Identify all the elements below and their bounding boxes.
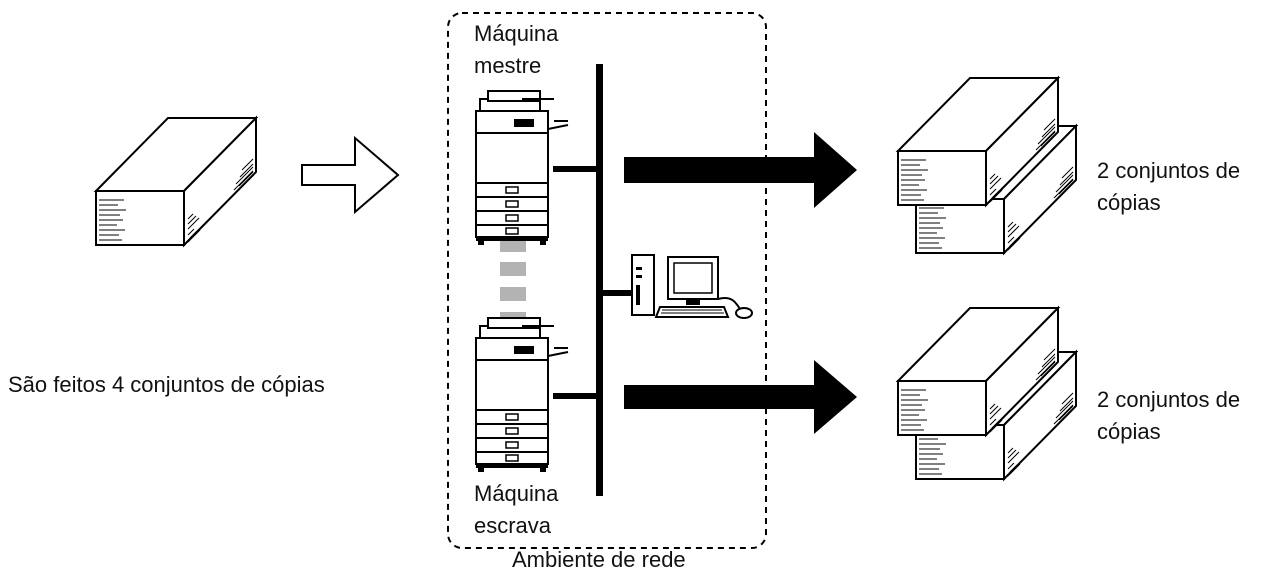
network-environment-label: Ambiente de rede	[512, 547, 686, 572]
output-arrow-top-icon	[624, 132, 857, 208]
network-environment-box	[447, 12, 767, 549]
tandem-link-dashes	[500, 238, 526, 326]
output-bottom-label-line2: cópias	[1097, 419, 1161, 444]
master-connector-line	[553, 166, 598, 172]
original-paper-stack-icon	[95, 117, 257, 246]
slave-connector-line	[553, 393, 598, 399]
slave-machine-label-line2: escrava	[474, 513, 552, 538]
master-machine-label-line2: mestre	[474, 53, 542, 78]
output-top-label-line2: cópias	[1097, 190, 1161, 215]
output-top-label-line1: 2 conjuntos de	[1097, 158, 1241, 183]
hollow-arrow-icon	[301, 135, 400, 215]
computer-connector-line	[600, 290, 632, 296]
master-machine-label-line1: Máquina	[474, 21, 559, 46]
copies-made-label: São feitos 4 conjuntos de cópias	[8, 372, 325, 397]
slave-machine-label-line1: Máquina	[474, 481, 559, 506]
output-arrow-bottom-icon	[624, 360, 857, 434]
network-bus-line	[596, 64, 603, 496]
output-bottom-label-line1: 2 conjuntos de	[1097, 387, 1241, 412]
computer-icon	[631, 254, 753, 319]
